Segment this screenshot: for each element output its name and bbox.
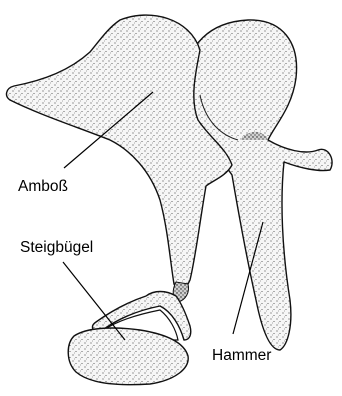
incus-bone [7,15,232,302]
stapes-bone [68,292,191,385]
malleus-label: Hammer [212,347,271,364]
incus-label: Amboß [18,178,68,195]
stapes-label: Steigbügel [20,239,93,256]
